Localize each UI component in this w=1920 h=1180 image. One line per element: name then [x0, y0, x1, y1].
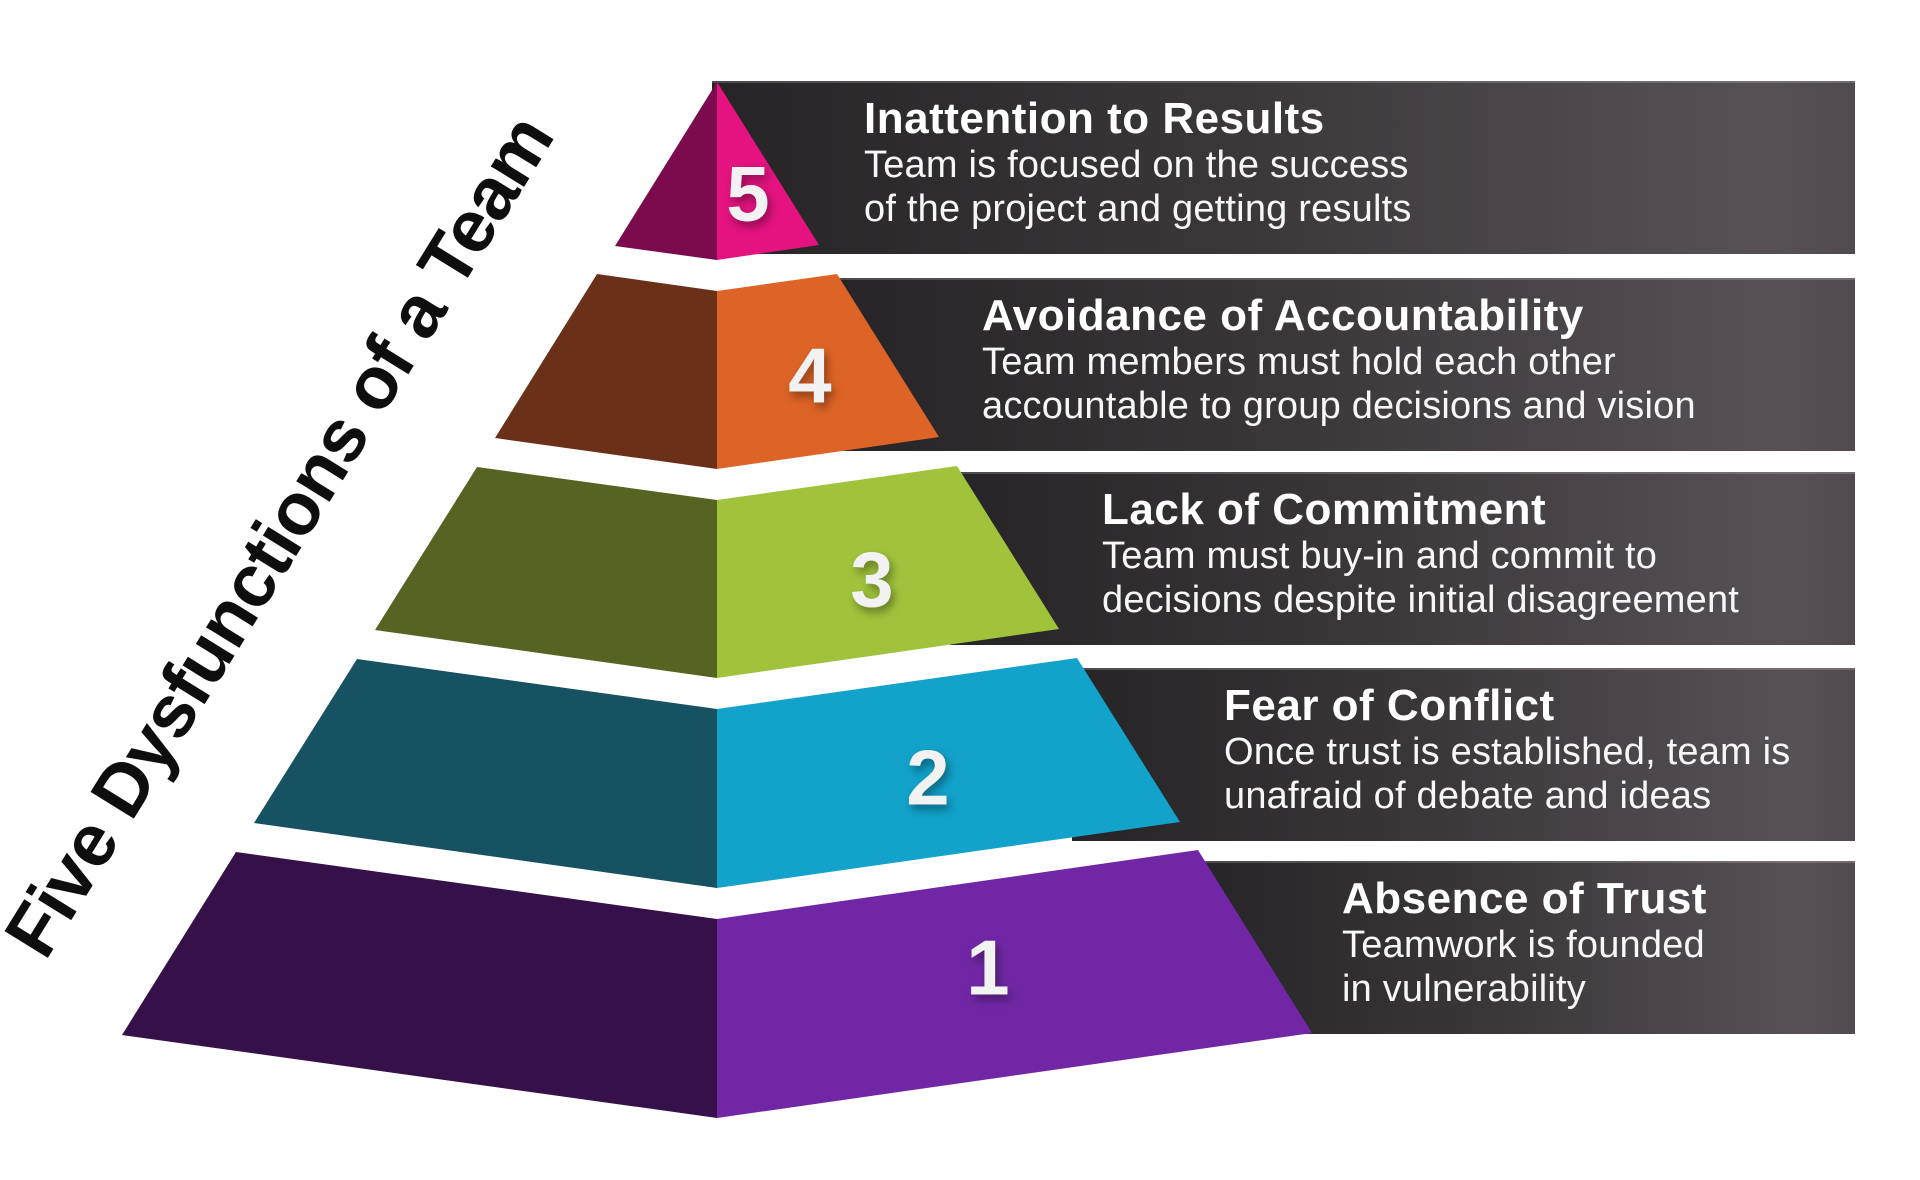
panel-level-4: Avoidance of Accountability Team members…: [830, 278, 1855, 451]
level-4-number: 4: [788, 331, 832, 420]
pyramid-level-4-front-face: [717, 274, 939, 469]
level-3-number: 3: [850, 535, 894, 624]
panel-level-3: Lack of Commitment Team must buy-in and …: [950, 472, 1855, 645]
panel-level-1-desc-line1: Teamwork is founded: [1342, 924, 1705, 966]
panel-level-5: Inattention to Results Team is focused o…: [712, 81, 1855, 254]
panel-level-4-text: Avoidance of Accountability Team members…: [982, 292, 1696, 428]
pyramid-level-4-side-face: [495, 274, 717, 469]
panel-level-5-text: Inattention to Results Team is focused o…: [864, 95, 1412, 231]
panel-level-3-text: Lack of Commitment Team must buy-in and …: [1102, 486, 1739, 622]
pyramid-level-3-front-face: [717, 466, 1059, 678]
panel-level-4-desc-line1: Team members must hold each other: [982, 341, 1616, 383]
panel-level-4-desc-line2: accountable to group decisions and visio…: [982, 385, 1696, 427]
panel-level-2-heading: Fear of Conflict: [1224, 681, 1555, 730]
panel-level-5-desc-line1: Team is focused on the success: [864, 144, 1409, 186]
panel-level-1: Absence of Trust Teamwork is founded in …: [1190, 861, 1855, 1034]
level-5-number: 5: [726, 149, 770, 238]
pyramid-level-5-side-face: [615, 82, 717, 260]
level-1-number: 1: [966, 923, 1010, 1012]
panel-level-3-desc-line2: decisions despite initial disagreement: [1102, 579, 1740, 621]
pyramid-level-5-front-face: [717, 82, 819, 260]
panel-level-2: Fear of Conflict Once trust is establish…: [1072, 668, 1855, 841]
panel-level-5-heading: Inattention to Results: [864, 94, 1325, 143]
panel-level-1-desc-line2: in vulnerability: [1342, 968, 1586, 1010]
panel-level-2-desc-line1: Once trust is established, team is: [1224, 731, 1791, 773]
panel-level-1-heading: Absence of Trust: [1342, 874, 1707, 923]
pyramid-level-2-side-face: [254, 659, 717, 888]
panel-level-1-text: Absence of Trust Teamwork is founded in …: [1342, 875, 1707, 1011]
panel-level-2-desc-line2: unafraid of debate and ideas: [1224, 775, 1712, 817]
pyramid-level-3-side-face: [375, 467, 717, 678]
pyramid-level-2-front-face: [717, 658, 1180, 888]
panel-level-2-text: Fear of Conflict Once trust is establish…: [1224, 682, 1790, 818]
panel-level-3-desc-line1: Team must buy-in and commit to: [1102, 535, 1658, 577]
level-2-number: 2: [906, 733, 950, 822]
pyramid-level-1-front-face: [717, 850, 1312, 1118]
pyramid-level-1-side-face: [122, 852, 717, 1118]
panel-level-4-heading: Avoidance of Accountability: [982, 291, 1584, 340]
panel-level-5-desc-line2: of the project and getting results: [864, 188, 1412, 230]
panel-level-3-heading: Lack of Commitment: [1102, 485, 1547, 534]
